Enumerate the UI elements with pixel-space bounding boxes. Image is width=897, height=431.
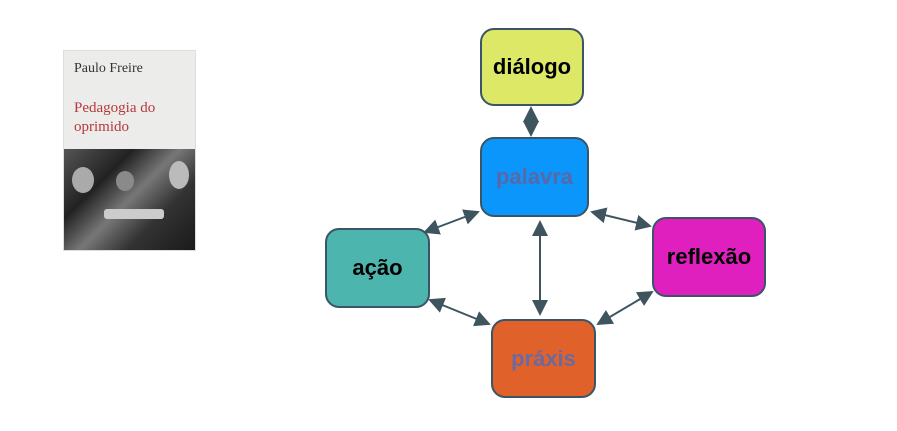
book-cover: Paulo Freire Pedagogia do oprimido — [63, 50, 196, 251]
arrow-palavra-acao — [423, 209, 480, 235]
node-palavra: palavra — [480, 137, 589, 217]
node-label: diálogo — [492, 54, 572, 79]
node-acao: ação — [325, 228, 430, 308]
book-photo — [64, 149, 195, 250]
node-praxis: práxis — [491, 319, 596, 398]
book-title: Pedagogia do oprimido — [74, 100, 156, 135]
node-dialogo: diálogo — [480, 28, 584, 106]
node-label: ação — [352, 255, 403, 280]
book-author: Paulo Freire — [74, 61, 143, 76]
node-label: palavra — [495, 164, 574, 189]
arrow-palavra-reflexao — [590, 207, 652, 231]
node-label: reflexão — [666, 244, 752, 269]
node-reflexao: reflexão — [652, 217, 766, 297]
node-label: práxis — [511, 345, 576, 371]
arrow-reflexao-praxis — [596, 290, 654, 326]
arrow-acao-praxis — [428, 297, 491, 327]
